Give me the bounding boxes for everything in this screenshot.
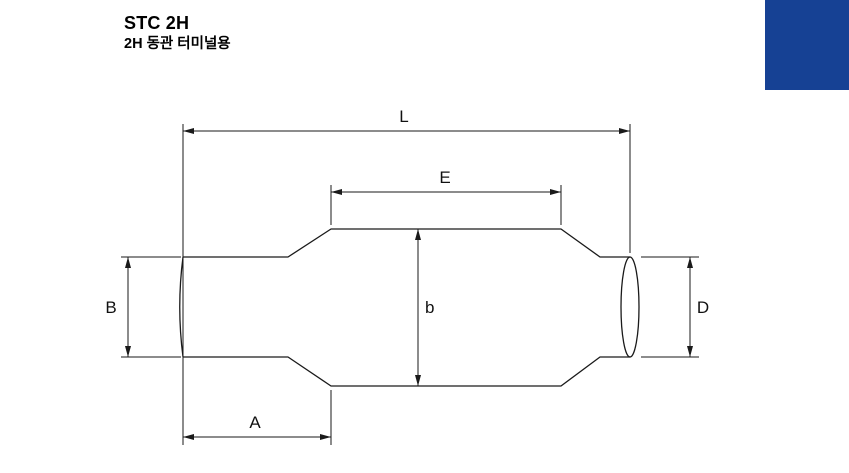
arrowhead-down (125, 346, 131, 357)
dimension-middle-length: E (331, 168, 561, 195)
dimension-left-section-length: A (183, 413, 331, 440)
outline-bottom-profile (183, 356, 630, 387)
part-outline (179, 228, 640, 387)
arrowhead-down (687, 346, 693, 357)
dimension-overall-length: L (183, 107, 630, 134)
arrowhead-left (183, 434, 194, 440)
dimension-left-diameter: B (105, 257, 131, 357)
brand-color-block (765, 0, 849, 90)
arrowhead-right (619, 128, 630, 134)
arrowhead-up (415, 229, 421, 240)
outline-top-profile (183, 228, 630, 258)
page-title: STC 2H (124, 13, 190, 33)
dimension-label-l: L (399, 107, 408, 126)
right-tube-end-ellipse (620, 256, 640, 358)
arrowhead-right (320, 434, 331, 440)
dimension-right-diameter: D (687, 257, 709, 357)
dimension-label-b-lower: b (425, 298, 434, 317)
dimension-body-diameter: b (415, 229, 434, 386)
arrowhead-left (183, 128, 194, 134)
arrowhead-up (125, 257, 131, 268)
extension-lines (121, 124, 699, 445)
page-subtitle: 2H 동관 터미널용 (124, 35, 231, 52)
arrowhead-up (687, 257, 693, 268)
left-tube-end-arc (179, 256, 184, 358)
arrowhead-down (415, 375, 421, 386)
dimension-label-d: D (697, 298, 709, 317)
dimension-label-a: A (249, 413, 261, 432)
arrowhead-right (550, 189, 561, 195)
arrowhead-left (331, 189, 342, 195)
dimension-label-e: E (439, 168, 450, 187)
header: STC 2H 2H 동관 터미널용 (124, 12, 231, 53)
dimension-label-b-upper: B (105, 298, 116, 317)
